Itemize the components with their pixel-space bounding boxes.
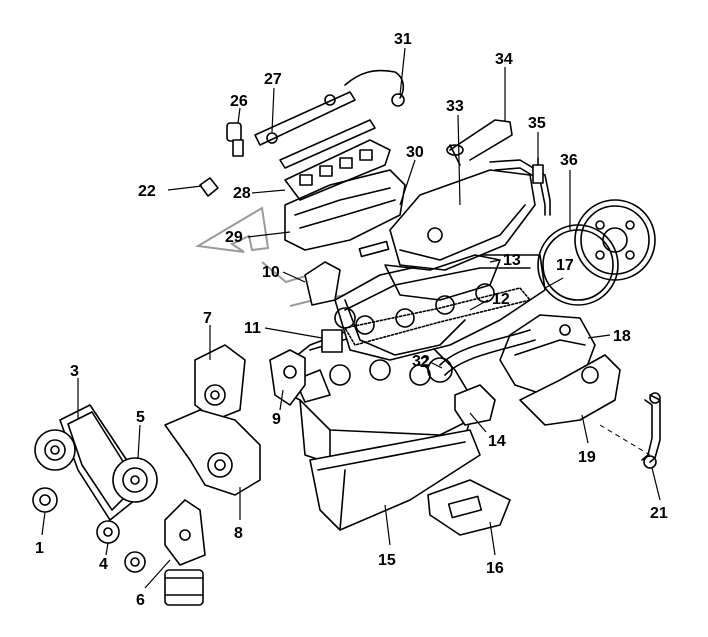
flywheel: [574, 199, 656, 281]
fuel-rail: [254, 91, 376, 169]
callout-9: 9: [272, 411, 281, 428]
fuel-pipe: [344, 69, 405, 107]
sensor-22: [199, 177, 219, 197]
crank-sprocket: [96, 520, 120, 544]
callout-30: 30: [406, 144, 424, 161]
callout-7: 7: [203, 310, 212, 327]
callout-26: 26: [230, 93, 248, 110]
oil-baffle: [427, 479, 511, 536]
egr-pipe: [641, 392, 661, 469]
callout-5: 5: [136, 409, 145, 426]
callout-29: 29: [225, 229, 243, 246]
callout-36: 36: [560, 152, 578, 169]
head-gasket: [344, 287, 531, 346]
callout-35: 35: [528, 115, 546, 132]
leader-lines: [41, 47, 661, 589]
ring-gear: [537, 224, 619, 306]
oil-pan: [309, 429, 481, 531]
callout-14: 14: [488, 433, 506, 450]
manifold-gasket: [284, 139, 391, 201]
callout-16: 16: [486, 560, 504, 577]
callout-21: 21: [650, 505, 668, 522]
pressure-regulator: [226, 122, 244, 157]
coolant-sensor: [532, 157, 544, 184]
alignment-line: [599, 424, 651, 456]
callout-11: 11: [244, 320, 261, 337]
oil-filter-housing: [164, 499, 206, 566]
valve-cover: [389, 144, 536, 271]
callout-2: 2: [420, 354, 429, 371]
intake-manifold: [284, 169, 406, 258]
callout-17: 17: [556, 257, 574, 274]
valve-cover-gasket: [384, 254, 501, 301]
callout-32: 32: [412, 353, 430, 370]
callout-1: 1: [35, 540, 44, 557]
oil-filter: [164, 569, 204, 606]
callout-18: 18: [613, 328, 631, 345]
callout-19: 19: [578, 449, 596, 466]
callout-13: 13: [503, 252, 521, 269]
callout-10: 10: [262, 264, 280, 281]
callout-34: 34: [495, 51, 513, 68]
heat-shield: [519, 354, 621, 426]
seal: [124, 551, 146, 573]
callout-3: 3: [70, 363, 79, 380]
callout-15: 15: [378, 552, 396, 569]
callout-6: 6: [136, 592, 145, 609]
callout-27: 27: [264, 71, 282, 88]
callout-8: 8: [234, 525, 243, 542]
callout-labels: 1 2 3 4 5 6 7 8 9 10 11 12 13 14 15 16 1…: [35, 31, 668, 609]
thermostat-housing: [321, 307, 356, 353]
throttle-body: [304, 261, 341, 306]
cam-sprocket: [34, 429, 76, 471]
water-outlet: [269, 349, 306, 406]
callout-31: 31: [394, 31, 412, 48]
idler-pulley: [32, 487, 58, 513]
callout-33: 33: [446, 98, 464, 115]
water-pump: [194, 344, 246, 421]
mount-bracket: [454, 384, 496, 426]
callout-12: 12: [492, 291, 510, 308]
callout-28: 28: [233, 185, 251, 202]
oil-pump: [164, 409, 261, 496]
water-pipe: [427, 329, 536, 383]
callout-22: 22: [138, 183, 156, 200]
belt-tensioner: [112, 457, 158, 503]
callout-4: 4: [99, 556, 108, 573]
